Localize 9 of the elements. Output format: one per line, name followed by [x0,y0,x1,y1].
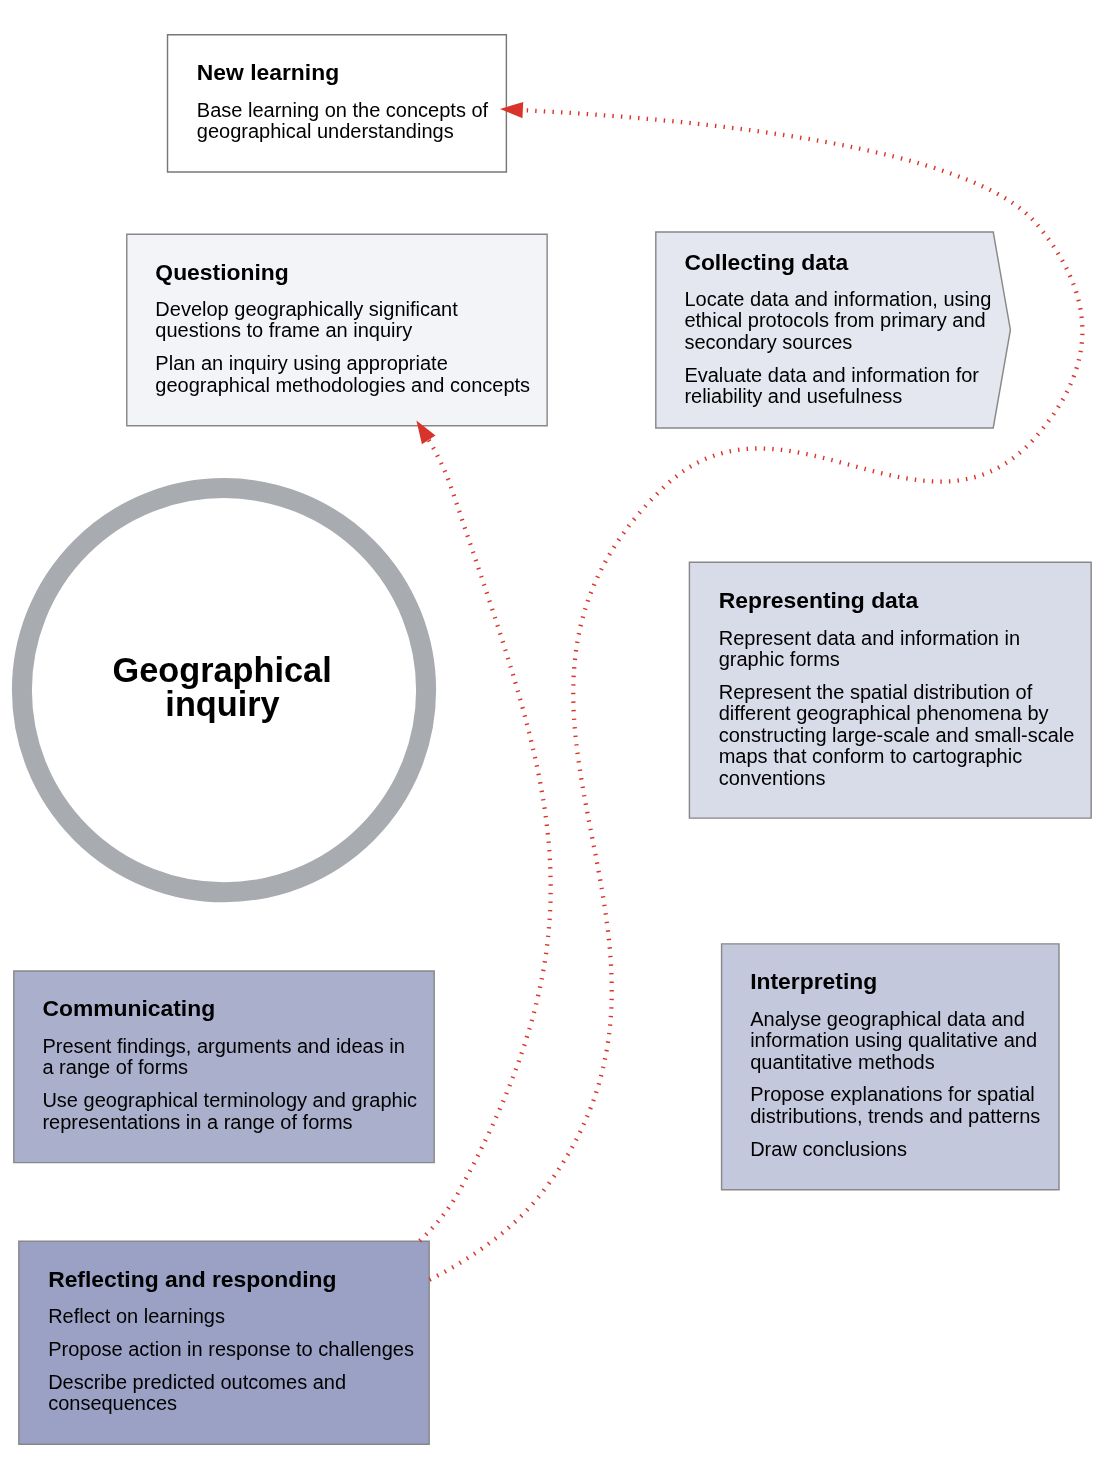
node-box: Questioning Develop geographically significant questions to frame an inquiry Plan an inquiry using appropriate geographical methodologies and concepts [126,233,548,427]
arrow [416,420,553,1243]
node-box: Representing data Represent data and information in graphic forms Represent the spatial distribution of different geographical phenomena by constructing large-scale and small-scale maps that conform to cartographic conventions [688,561,1092,819]
node-box: Interpreting Analyse geographical data and information using qualitative and quantitative methods Propose explanations for spatial distributions, trends and patterns Draw conclusions [720,943,1060,1191]
arrow [428,102,1085,1282]
node-circle: Geographical inquiry [11,478,437,903]
node-box: Reflecting and responding Reflect on learnings Propose action in response to challenges Describe predicted outcomes and consequences [18,1240,430,1445]
node-box: New learning Base learning on the concepts of geographical understandings [166,34,508,173]
node-box: Communicating Present findings, arguments and ideas in a range of forms Use geographical terminology and graphic representations in a range of forms [13,970,435,1164]
